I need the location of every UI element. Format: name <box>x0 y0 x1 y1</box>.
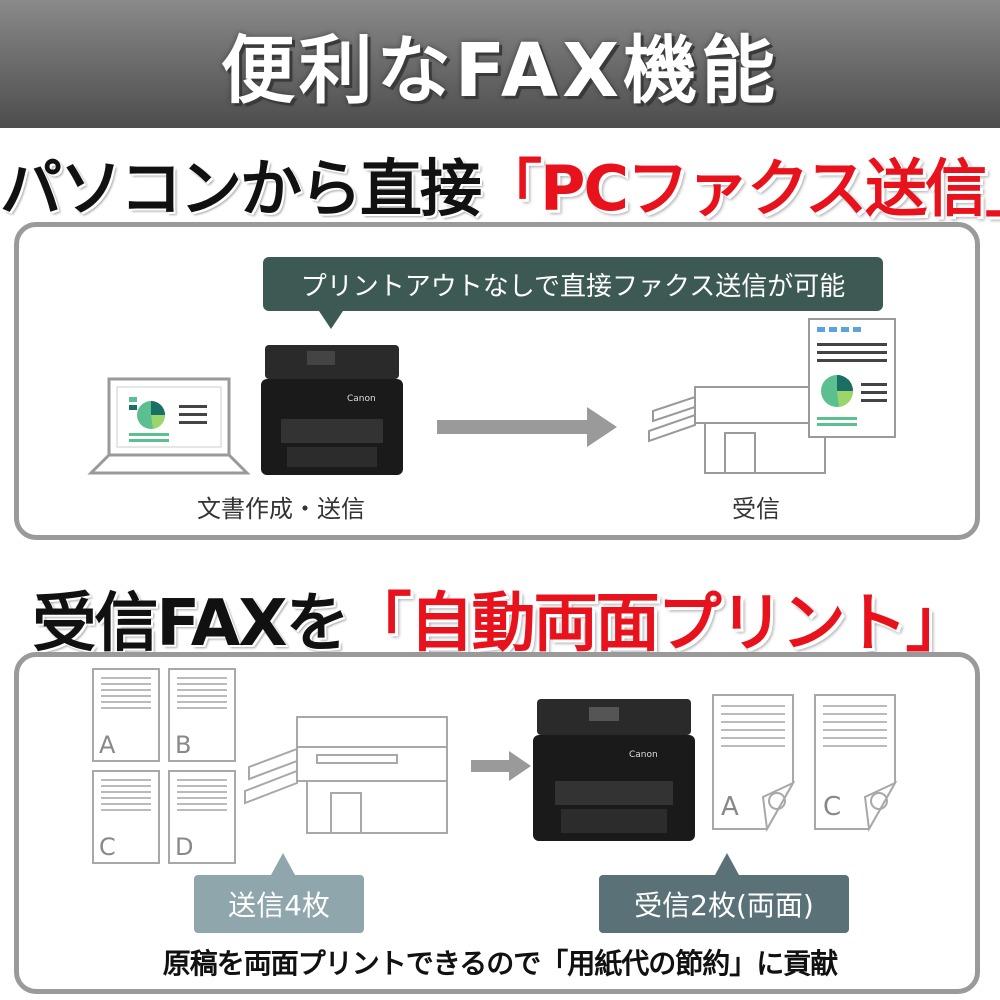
label-send-count: 送信4枚 <box>194 875 364 933</box>
footer-text: 原稿を両面プリントできるので「用紙代の節約」に貢献 <box>162 947 838 980</box>
output-letter-a: A <box>721 792 739 822</box>
output-letter-c: C <box>823 792 841 822</box>
document-icon <box>808 318 896 438</box>
section2-heading: 受信FAXを「自動両面プリント」 <box>0 572 1000 664</box>
section1-heading-red: 「PCファクス送信」 <box>480 152 1000 225</box>
pc-fax-callout: プリントアウトなしで直接ファクス送信が可能 <box>263 257 883 311</box>
section1-heading-black: パソコンから直接 <box>0 152 482 225</box>
duplex-print-panel: A B C D <box>14 652 980 994</box>
source-pages-icon: A B C D <box>92 668 236 864</box>
callout-pointer <box>319 311 343 329</box>
page-letter-a: A <box>99 731 116 759</box>
fax-machine-icon <box>648 386 826 474</box>
laptop-icon <box>87 377 251 475</box>
banner-title: 便利なFAX機能 <box>220 27 780 114</box>
label-receive-count: 受信2枚(両面) <box>599 875 849 933</box>
section1-heading: パソコンから直接「PCファクス送信」 <box>0 138 1000 228</box>
page-letter-b: B <box>175 731 191 759</box>
page-letter-c: C <box>99 833 116 861</box>
pc-fax-panel: プリントアウトなしで直接ファクス送信が可能 Canon <box>14 222 980 540</box>
printer-icon: Canon <box>261 345 403 475</box>
arrow-right-icon <box>437 407 617 447</box>
caption-create-send: 文書作成・送信 <box>197 495 365 523</box>
title-banner: 便利なFAX機能 <box>0 0 1000 128</box>
printer-brand-label: Canon <box>347 394 376 404</box>
section2-heading-black: 受信FAXを <box>32 587 349 661</box>
printer-icon: Canon <box>533 699 695 841</box>
caption-receive: 受信 <box>732 495 780 523</box>
printer-brand-label: Canon <box>629 750 658 760</box>
section2-heading-red: 「自動両面プリント」 <box>347 587 970 661</box>
duplex-pages-icon: A C <box>712 694 898 833</box>
label-recv-pointer <box>715 853 739 875</box>
label-send-pointer <box>271 853 295 875</box>
arrow-right-icon <box>471 751 531 781</box>
fax-machine-icon <box>244 716 448 834</box>
page-letter-d: D <box>175 833 193 861</box>
